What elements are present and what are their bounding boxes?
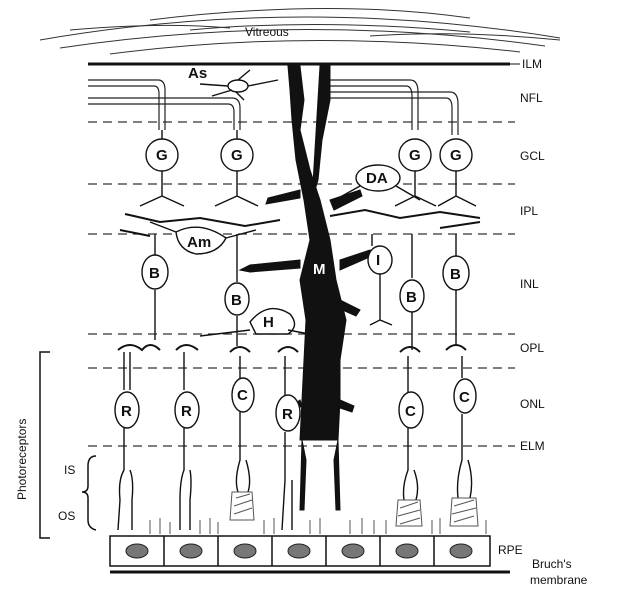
interplexiform-cell [368, 234, 392, 325]
cone-label: C [405, 403, 416, 420]
ganglion-label: G [450, 147, 462, 164]
opl-synapses [118, 345, 466, 352]
photoreceptors-label: Photoreceptors [15, 419, 29, 500]
ganglion-label: G [409, 147, 421, 164]
layer-label-inl: INL [520, 277, 539, 291]
bipolar-label: B [231, 292, 242, 309]
displaced-amacrine-label: DA [366, 170, 388, 187]
layer-label-rpe: RPE [498, 543, 523, 557]
layer-label-elm: ELM [520, 439, 545, 453]
bruchs-label-line1: Bruch's [532, 557, 572, 571]
inner-segment-label: IS [64, 463, 75, 477]
bipolar-label: B [450, 266, 461, 283]
nerve-fiber-axons [88, 80, 458, 135]
bruchs-label-line2: membrane [530, 573, 588, 587]
ganglion-labels: G G G G [156, 147, 462, 164]
cone-label: C [237, 387, 248, 404]
layer-label-nfl: NFL [520, 91, 543, 105]
astrocyte-label: As [188, 65, 207, 82]
bipolar-label: B [406, 289, 417, 306]
rod-label: R [282, 406, 293, 423]
rod-label: R [121, 403, 132, 420]
rod-label: R [181, 403, 192, 420]
outer-segment-label: OS [58, 509, 75, 523]
vitreous-fibers [40, 8, 560, 54]
layer-label-ipl: IPL [520, 204, 538, 218]
astrocyte-cell [200, 70, 278, 100]
bipolar-label: B [149, 265, 160, 282]
layer-label-gcl: GCL [520, 149, 545, 163]
rpe-layer [110, 536, 490, 566]
layer-label-ilm: ILM [522, 57, 542, 71]
layer-label-opl: OPL [520, 341, 544, 355]
layer-labels: ILM NFL GCL IPL INL OPL ONL ELM RPE Bruc… [498, 57, 588, 587]
layer-label-onl: ONL [520, 397, 545, 411]
ganglion-label: G [231, 147, 243, 164]
outer-segments [150, 492, 486, 534]
horizontal-cell [200, 309, 320, 336]
horizontal-label: H [263, 314, 274, 331]
amacrine-label: Am [187, 234, 211, 251]
muller-label: M [313, 261, 326, 278]
cone-label: C [459, 389, 470, 406]
ganglion-label: G [156, 147, 168, 164]
interplexiform-label: I [376, 252, 380, 269]
vitreous-label: Vitreous [245, 25, 289, 39]
muller-cell [240, 66, 372, 510]
ipl-dendrites [120, 210, 480, 236]
photoreceptor-cells [115, 352, 476, 530]
